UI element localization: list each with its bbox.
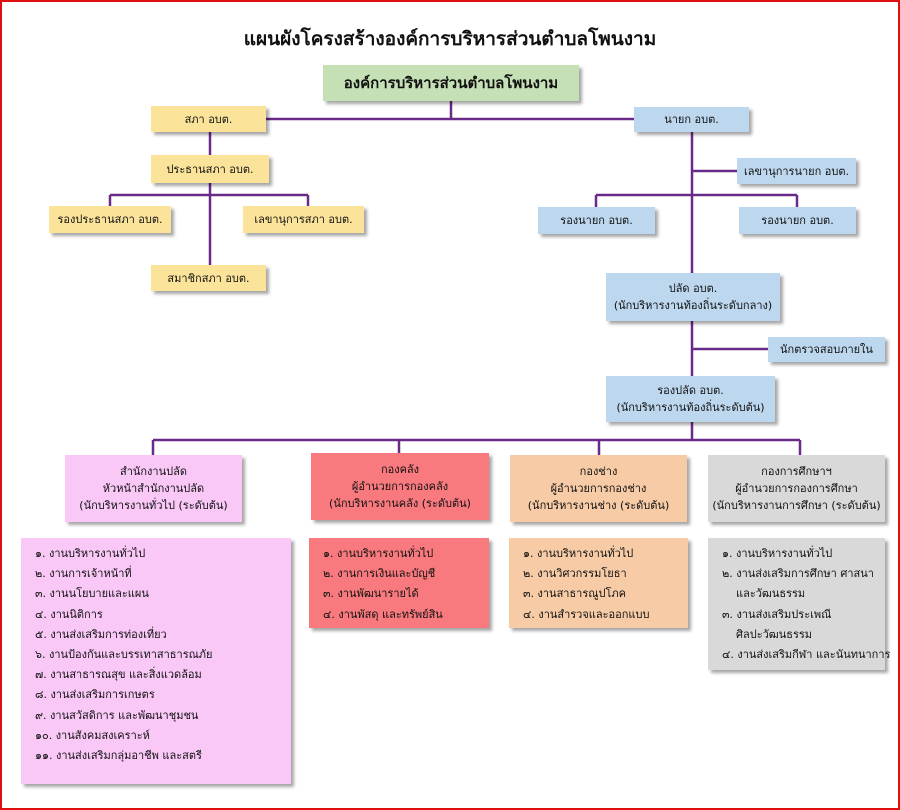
task-item: ๑๑. งานส่งเสริมกลุ่มอาชีพ และสตรี — [35, 749, 202, 763]
task-item: ๑. งานบริหารงานทั่วไป — [323, 547, 434, 560]
mayor-box: นายก อบต. — [634, 107, 749, 132]
deputy-palad-level-label: (นักบริหารงานท้องถิ่นระดับต้น) — [616, 401, 765, 414]
palad-label: ปลัด อบต. — [668, 282, 718, 295]
task-item: ๒. งานการเจ้าหน้าที่ — [35, 567, 132, 581]
dept-header-line: กองช่าง — [579, 465, 618, 478]
dept-header-line: หัวหน้าสำนักงานปลัด — [102, 482, 205, 495]
chairman-box: ประธานสภา อบต. — [151, 155, 269, 183]
vice-chairman-box: รองประธานสภา อบต. — [49, 206, 171, 233]
task-item: ๗. งานสาธารณสุข และสิ่งแวดล้อม — [35, 668, 202, 682]
palad-box: ปลัด อบต. (นักบริหารงานท้องถิ่นระดับกลาง… — [606, 273, 780, 321]
dept-task-list: ๑. งานบริหารงานทั่วไป ๒. งานการเจ้าหน้าท… — [21, 538, 291, 784]
council-member-label: สมาชิกสภา อบต. — [167, 271, 250, 285]
deputy-palad-label: รองปลัด อบต. — [657, 384, 724, 397]
dept-header-line: (นักบริหารงานช่าง (ระดับต้น) — [527, 499, 670, 512]
sapha-label: สภา อบต. — [184, 112, 233, 126]
task-item: ๔. งานพัสดุ และทรัพย์สิน — [323, 607, 443, 621]
mayor-secretary-label: เลขานุการนายก อบต. — [744, 164, 849, 178]
task-item: ๑. งานบริหารงานทั่วไป — [722, 547, 833, 560]
deputy-mayor-label: รองนายก อบต. — [560, 214, 633, 227]
dept-header-box: สำนักงานปลัด หัวหน้าสำนักงานปลัด (นักบริ… — [65, 455, 242, 522]
dept-task-list: ๑. งานบริหารงานทั่วไป ๒. งานวิศวกรรมโยธา… — [509, 538, 688, 628]
task-item: ๒. งานการเงินและบัญชี — [323, 567, 436, 581]
task-item: ๓. งานสาธารณูปโภค — [523, 587, 626, 601]
dept-header-box: กองช่าง ผู้อำนวยการกองช่าง (นักบริหารงาน… — [510, 455, 687, 522]
task-item: ๔. งานนิติการ — [35, 607, 103, 621]
task-item: ๑๐. งานสังคมสงเคราะห์ — [35, 728, 150, 742]
page-title: แผนผังโครงสร้างองค์การบริหารส่วนตำบลโพนง… — [243, 28, 657, 50]
dept-header-line: (นักบริหารงานคลัง (ระดับต้น) — [329, 497, 471, 510]
deputy-palad-box: รองปลัด อบต. (นักบริหารงานท้องถิ่นระดับต… — [606, 376, 775, 422]
dept-header-box: กองการศึกษาฯ ผู้อำนวยการกองการศึกษา (นัก… — [708, 455, 885, 522]
task-item: ๓. งานส่งเสริมประเพณี — [722, 607, 832, 621]
dept-header-box: กองคลัง ผู้อำนวยการกองคลัง (นักบริหารงาน… — [311, 453, 489, 520]
root-box: องค์การบริหารส่วนตำบลโพนงาม — [323, 65, 579, 101]
council-member-box: สมาชิกสภา อบต. — [151, 265, 266, 291]
deputy-mayor-box: รองนายก อบต. — [538, 207, 655, 234]
internal-auditor-box: นักตรวจสอบภายใน — [768, 337, 885, 362]
dept-header-line: ผู้อำนวยการกองช่าง — [550, 482, 647, 495]
sapha-box: สภา อบต. — [151, 106, 266, 132]
deputy-mayor-box: รองนายก อบต. — [739, 207, 856, 234]
dept-task-list: ๑. งานบริหารงานทั่วไป ๒. งานส่งเสริมการศ… — [708, 538, 891, 670]
mayor-label: นายก อบต. — [664, 113, 719, 126]
dept-header-line: (นักบริหารงานการศึกษา (ระดับต้น) — [712, 499, 881, 512]
dept-header-line: (นักบริหารงานทั่วไป (ระดับต้น) — [79, 499, 228, 512]
task-item: ๓. งานนโยบายและแผน — [35, 587, 149, 601]
dept-task-list: ๑. งานบริหารงานทั่วไป ๒. งานการเงินและบั… — [309, 538, 489, 628]
task-item: ๑. งานบริหารงานทั่วไป — [35, 547, 146, 560]
council-secretary-label: เลขานุการสภา อบต. — [254, 213, 353, 226]
task-item: ๔. งานส่งเสริมกีฬา และนันทนาการ — [722, 648, 891, 662]
dept-header-line: ผู้อำนวยการกองคลัง — [351, 480, 449, 493]
task-item: ๘. งานส่งเสริมการเกษตร — [35, 688, 155, 702]
deputy-mayor-label: รองนายก อบต. — [761, 214, 834, 227]
task-item: ๕. งานส่งเสริมการท่องเที่ยว — [35, 627, 167, 641]
task-item: ๒. งานส่งเสริมการศึกษา ศาสนา — [722, 567, 874, 581]
task-item: ศิลปะวัฒนธรรม — [722, 627, 813, 641]
council-secretary-box: เลขานุการสภา อบต. — [243, 206, 364, 233]
dept-header-line: กองคลัง — [380, 463, 420, 476]
task-item: ๓. งานพัฒนารายได้ — [323, 587, 419, 601]
dept-header-line: ผู้อำนวยการกองการศึกษา — [735, 482, 858, 495]
palad-level-label: (นักบริหารงานท้องถิ่นระดับกลาง) — [613, 299, 773, 312]
chairman-label: ประธานสภา อบต. — [166, 162, 254, 176]
task-item: ๖. งานป้องกันและบรรเทาสาธารณภัย — [35, 648, 213, 662]
task-item: ๒. งานวิศวกรรมโยธา — [523, 567, 627, 581]
dept-header-line: สำนักงานปลัด — [119, 465, 187, 478]
task-item: ๔. งานสำรวจและออกแบบ — [523, 607, 650, 621]
task-item: ๙. งานสวัสดิการ และพัฒนาชุมชน — [35, 708, 199, 722]
dept-header-line: กองการศึกษาฯ — [761, 465, 832, 478]
internal-auditor-label: นักตรวจสอบภายใน — [780, 343, 873, 356]
task-item: และวัฒนธรรม — [722, 587, 806, 601]
vice-chairman-label: รองประธานสภา อบต. — [57, 213, 163, 226]
mayor-secretary-box: เลขานุการนายก อบต. — [737, 158, 856, 184]
task-item: ๑. งานบริหารงานทั่วไป — [523, 547, 634, 560]
root-label: องค์การบริหารส่วนตำบลโพนงาม — [343, 73, 559, 92]
